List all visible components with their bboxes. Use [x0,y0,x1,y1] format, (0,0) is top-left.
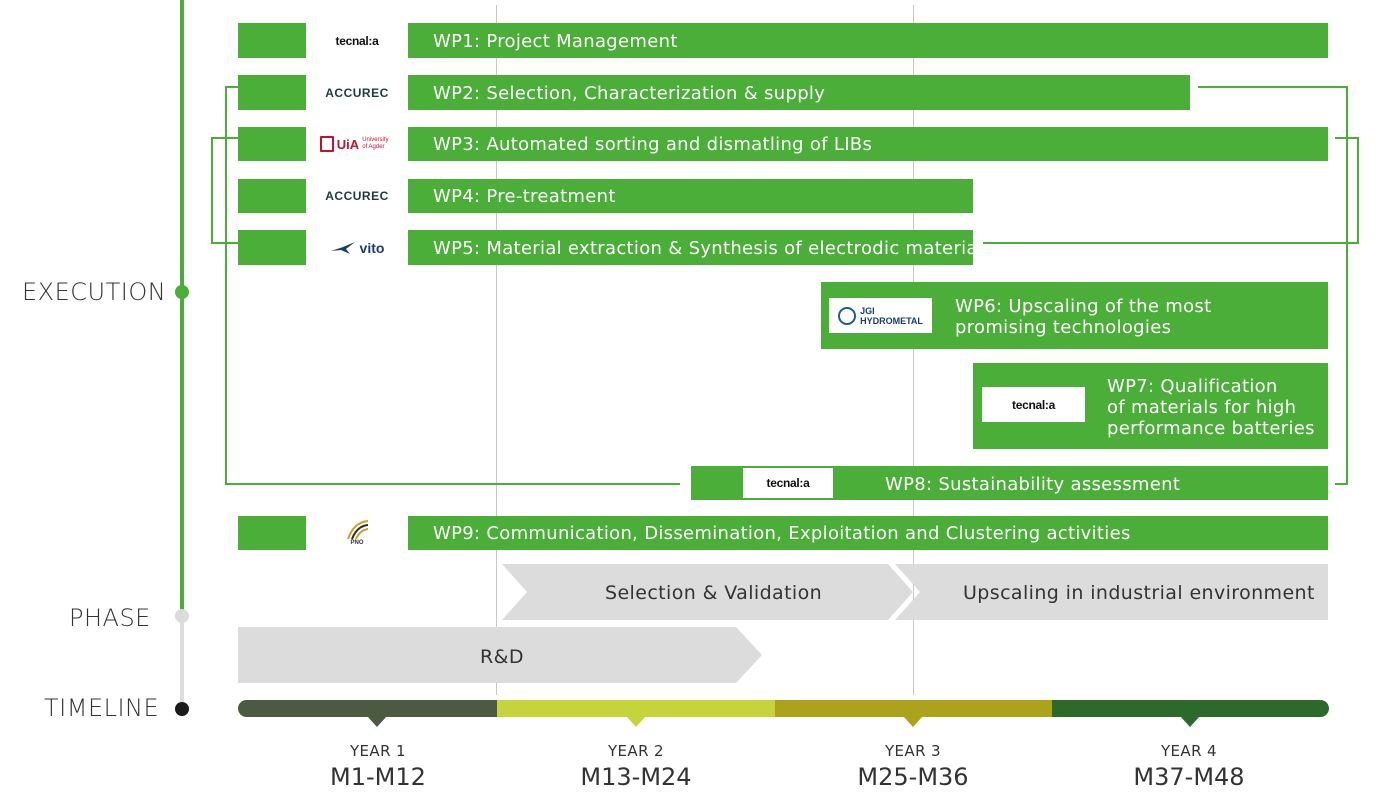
year3-months: M25-M36 [857,763,969,791]
wp8-label: WP8: Sustainability assessment [885,474,1181,495]
wp7-label-line3: performance batteries [1107,418,1315,439]
year4-label: YEAR 4 [1160,742,1218,760]
year2-segment [497,700,775,717]
right-outer-bracket [1198,86,1348,485]
wp7-label-line1: WP7: Qualification [1107,376,1278,397]
year2-divider [496,5,497,695]
rd-arrow [238,627,762,683]
right-inner-bracket [983,137,1359,244]
year2-months: M13-M24 [580,763,692,791]
rd-label: R&D [480,646,524,668]
phase-axis-line [180,622,184,702]
wp8-logo: tecnal:a [743,468,833,498]
tecnalia-logo-icon: tecnal:a [766,476,810,490]
wp5-label: WP5: Material extraction & Synthesis of … [433,238,993,259]
jgi-hydrometal-logo-icon: JGI HYDROMETAL [838,306,923,326]
left-inner-bracket [211,137,238,244]
timeline-dot [175,702,189,716]
selection-validation-label: Selection & Validation [605,582,823,604]
wp7-label-line2: of materials for high [1107,397,1297,418]
year2-label: YEAR 2 [607,742,665,760]
year3-label: YEAR 3 [884,742,942,760]
wp4-logo: ACCUREC [306,179,408,213]
execution-label: EXECUTION [22,278,167,306]
wp3-bar [238,127,1328,161]
vito-bird-icon [330,241,355,254]
year1-label: YEAR 1 [349,742,407,760]
year1-marker [367,716,387,727]
pno-logo-icon: PNO [344,520,370,546]
wp2-logo: ACCUREC [306,75,408,110]
selection-validation-arrow [502,564,913,620]
year3-divider [913,5,914,695]
vito-logo-icon: vito [330,240,384,256]
year1-months: M1-M12 [330,763,426,791]
wp1-label: WP1: Project Management [433,31,678,52]
pno-emblem-icon [347,520,369,540]
accurec-logo-icon: ACCUREC [325,85,389,100]
phase-dot [175,609,189,623]
wp3-label: WP3: Automated sorting and dismatling of… [433,134,873,155]
year2-marker [626,716,646,727]
wp6-label-line1: WP6: Upscaling of the most [955,296,1212,317]
year4-marker [1180,716,1200,727]
wp2-label: WP2: Selection, Characterization & suppl… [433,83,826,104]
tecnalia-logo-icon: tecnal:a [335,33,379,48]
wp6-logo: JGI HYDROMETAL [829,298,932,333]
year4-months: M37-M48 [1133,763,1245,791]
year3-segment [775,700,1052,717]
left-outer-bracket [225,86,680,485]
phase-label: PHASE [69,604,151,632]
wp9-label: WP9: Communication, Dissemination, Explo… [433,523,1131,544]
uia-logo-icon: UiA University of Agder [319,136,394,152]
wp7-logo: tecnal:a [982,387,1085,422]
wp6-label-line2: promising technologies [955,317,1172,338]
wp1-bar [238,23,1328,58]
execution-axis-line [180,0,184,612]
wp3-logo: UiA University of Agder [306,127,408,161]
year4-segment [1052,700,1329,717]
wp5-logo: vito [306,230,408,265]
timeline-label: TIMELINE [44,694,160,722]
accurec-logo-icon: ACCUREC [325,189,389,203]
execution-dot [175,285,189,299]
wp9-bar [238,516,1328,550]
year3-marker [903,716,923,727]
tecnalia-logo-icon: tecnal:a [1012,397,1055,412]
wp9-logo: PNO [306,516,408,550]
wp4-label: WP4: Pre-treatment [433,186,616,207]
upscaling-label: Upscaling in industrial environment [963,582,1315,604]
year1-segment [238,700,497,717]
upscaling-arrow [895,564,1328,620]
wp1-logo: tecnal:a [306,23,408,58]
